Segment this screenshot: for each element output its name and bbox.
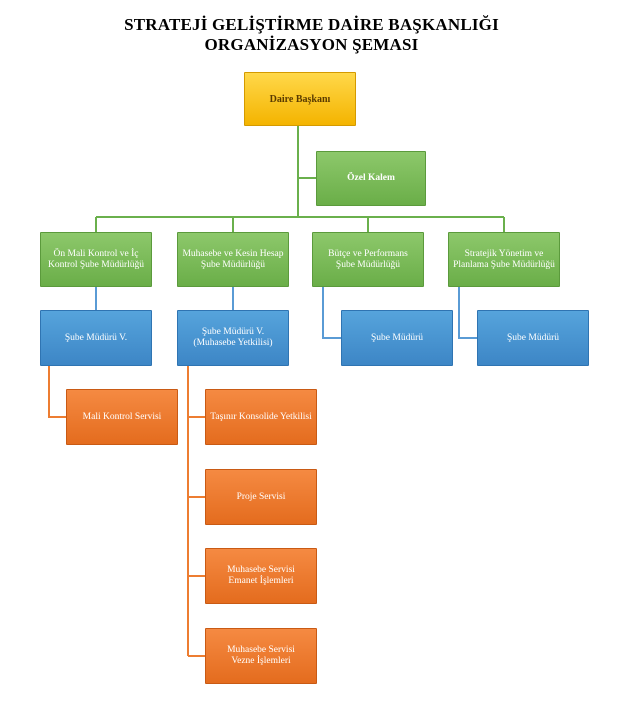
node-proje-servisi: Proje Servisi [205,469,317,525]
chart-title-line2: ORGANİZASYON ŞEMASI [204,35,419,54]
connector-sub3 [322,287,341,339]
node-muhasebe-servisi-emanet: Muhasebe Servisi Emanet İşlemleri [205,548,317,604]
node-mali-kontrol-servisi: Mali Kontrol Servisi [66,389,178,445]
connector-svc-mali [48,366,66,418]
node-stratejik-yonetim-sube-mudurlugu: Stratejik Yönetim ve Planlama Şube Müdür… [448,232,560,287]
connector-sub4 [458,287,477,339]
node-muhasebe-servisi-vezne: Muhasebe Servisi Vezne İşlemleri [205,628,317,684]
node-tasinir-konsolide-yetkilisi: Taşınır Konsolide Yetkilisi [205,389,317,445]
node-ozel-kalem: Özel Kalem [316,151,426,206]
node-daire-baskani: Daire Başkanı [244,72,356,126]
node-muhasebe-kesin-hesap-sube-mudurlugu: Muhasebe ve Kesin Hesap Şube Müdürlüğü [177,232,289,287]
node-sube-muduru-v-1: Şube Müdürü V. [40,310,152,366]
chart-title-line1: STRATEJİ GELİŞTİRME DAİRE BAŞKANLIĞI [124,15,499,34]
node-on-mali-kontrol-sube-mudurlugu: Ön Mali Kontrol ve İç Kontrol Şube Müdür… [40,232,152,287]
node-sube-muduru-4: Şube Müdürü [477,310,589,366]
node-sube-muduru-v-muhasebe-yetkilisi: Şube Müdürü V. (Muhasebe Yetkilisi) [177,310,289,366]
node-sube-muduru-3: Şube Müdürü [341,310,453,366]
node-butce-performans-sube-mudurlugu: Bütçe ve Performans Şube Müdürlüğü [312,232,424,287]
